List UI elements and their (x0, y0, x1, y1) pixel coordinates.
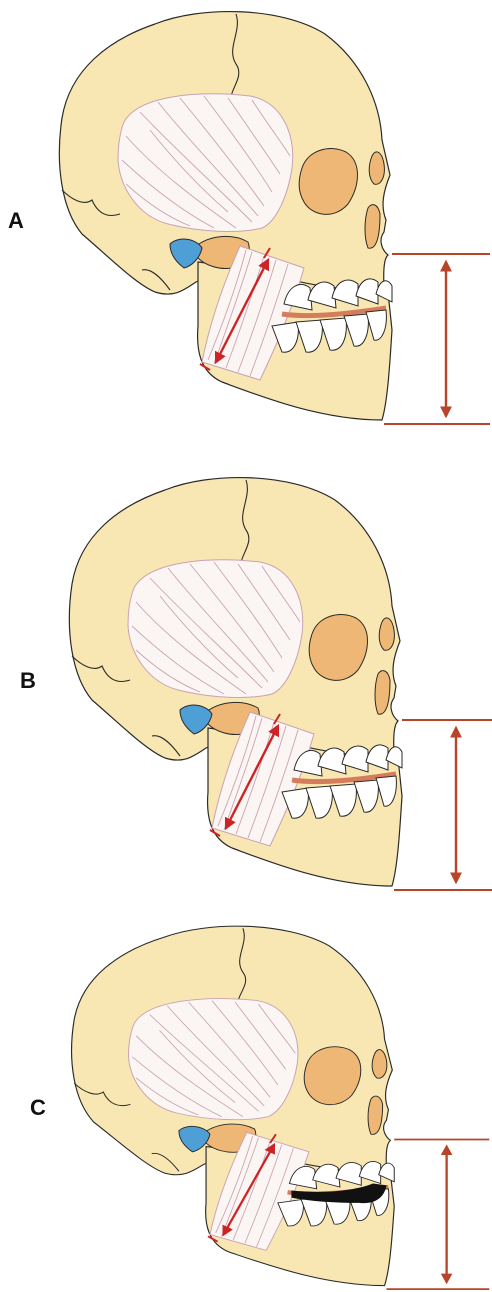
panel-b: B (20, 478, 492, 890)
skull-lateral-icon (69, 478, 492, 890)
skull-lateral-icon (72, 926, 490, 1289)
panel-label-b: B (20, 668, 36, 693)
panel-a: A (8, 12, 490, 424)
panel-label-a: A (8, 208, 24, 233)
panel-label-c: C (30, 1095, 46, 1120)
skull-lateral-icon (59, 12, 490, 424)
panel-c: C (30, 926, 489, 1289)
